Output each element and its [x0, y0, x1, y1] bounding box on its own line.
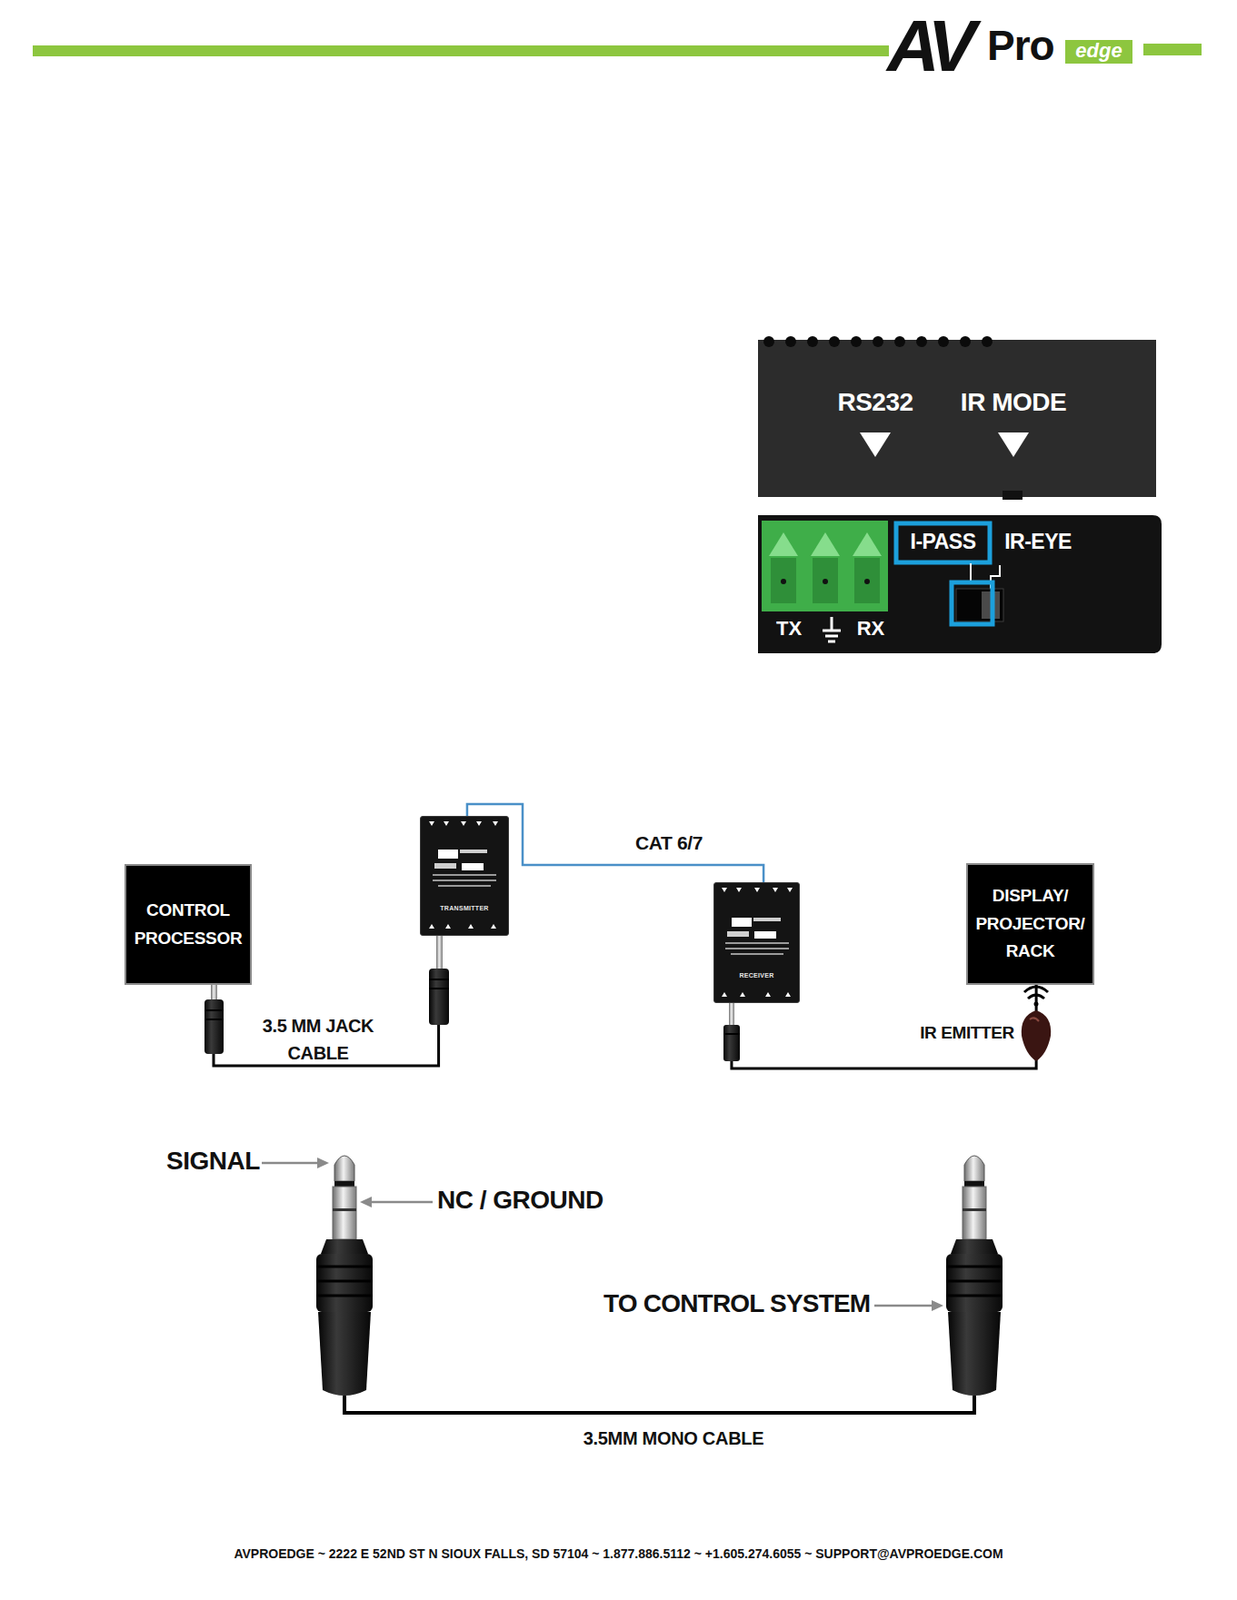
callout-label: TO CONTROL SYSTEM — [603, 1290, 895, 1318]
pin-label: TX — [766, 618, 812, 640]
node-text: RECEIVER — [738, 972, 774, 979]
mono-cable — [316, 1156, 1003, 1414]
connector-label: IR EMITTER — [905, 1020, 1029, 1048]
callout-arrow — [874, 1300, 944, 1312]
header-bar — [32, 45, 889, 57]
ir-emitter — [1021, 987, 1051, 1062]
callout-label: NC / GROUND — [437, 1187, 647, 1215]
dip-switch — [956, 588, 1004, 622]
terminal-screws — [768, 532, 882, 604]
panel-top — [758, 339, 1157, 498]
pin-label: RX — [847, 618, 894, 640]
panel-notch — [1002, 490, 1023, 500]
transmitter-unit: TRANSMITTER — [419, 816, 509, 937]
vent-holes — [763, 336, 993, 348]
switch-label: I-PASS — [896, 530, 990, 554]
device-photo — [758, 336, 1162, 654]
audio-cable — [213, 936, 439, 1067]
header-bar — [1143, 43, 1202, 56]
terminal-block — [761, 520, 888, 612]
cable-label: 3.5MM MONO CABLE — [555, 1429, 792, 1450]
mini-plug — [204, 985, 224, 1055]
pointer-triangle — [859, 432, 891, 458]
callout-arrow — [261, 1157, 330, 1169]
ground-symbol — [822, 617, 841, 642]
port-label: IR MODE — [936, 389, 1091, 417]
logo-badge — [1065, 39, 1133, 64]
network-cable — [467, 804, 764, 883]
pointer-triangle — [997, 432, 1029, 458]
node-text: TRANSMITTER — [439, 905, 489, 912]
leader-line — [969, 563, 972, 582]
node-text: DISPLAY/ PROJECTOR/ RACK — [967, 882, 1093, 966]
display-box: DISPLAY/ PROJECTOR/ RACK — [966, 863, 1095, 986]
port-label: RS232 — [816, 389, 935, 417]
callout-label: SIGNAL — [166, 1147, 276, 1176]
connector-label: 3.5 MM JACK CABLE — [252, 1012, 384, 1068]
receiver-unit: RECEIVER — [713, 882, 800, 1004]
leader-line — [990, 565, 1000, 591]
dip-switch-knob — [981, 591, 1000, 619]
footer-text: AVPROEDGE ~ 2222 E 52ND ST N SIOUX FALLS… — [36, 1547, 1201, 1562]
highlight-box — [951, 582, 993, 625]
jack-plug — [316, 1156, 373, 1397]
switch-label: IR-EYE — [990, 530, 1086, 554]
panel-bottom — [758, 515, 1162, 654]
logo-text: AV — [887, 7, 997, 86]
mini-plug — [428, 936, 449, 1026]
logo-text: edge — [1065, 39, 1133, 62]
callout-arrow — [359, 1197, 433, 1208]
audio-cable — [731, 985, 1037, 1069]
control-processor-box: CONTROL PROCESSOR — [124, 864, 252, 986]
node-text: CONTROL PROCESSOR — [126, 897, 250, 953]
mini-plug — [723, 1003, 740, 1062]
jack-plug — [946, 1156, 1003, 1397]
logo-text: Pro — [987, 23, 1069, 70]
highlight-box — [896, 523, 990, 563]
connector-label: CAT 6/7 — [623, 828, 715, 858]
